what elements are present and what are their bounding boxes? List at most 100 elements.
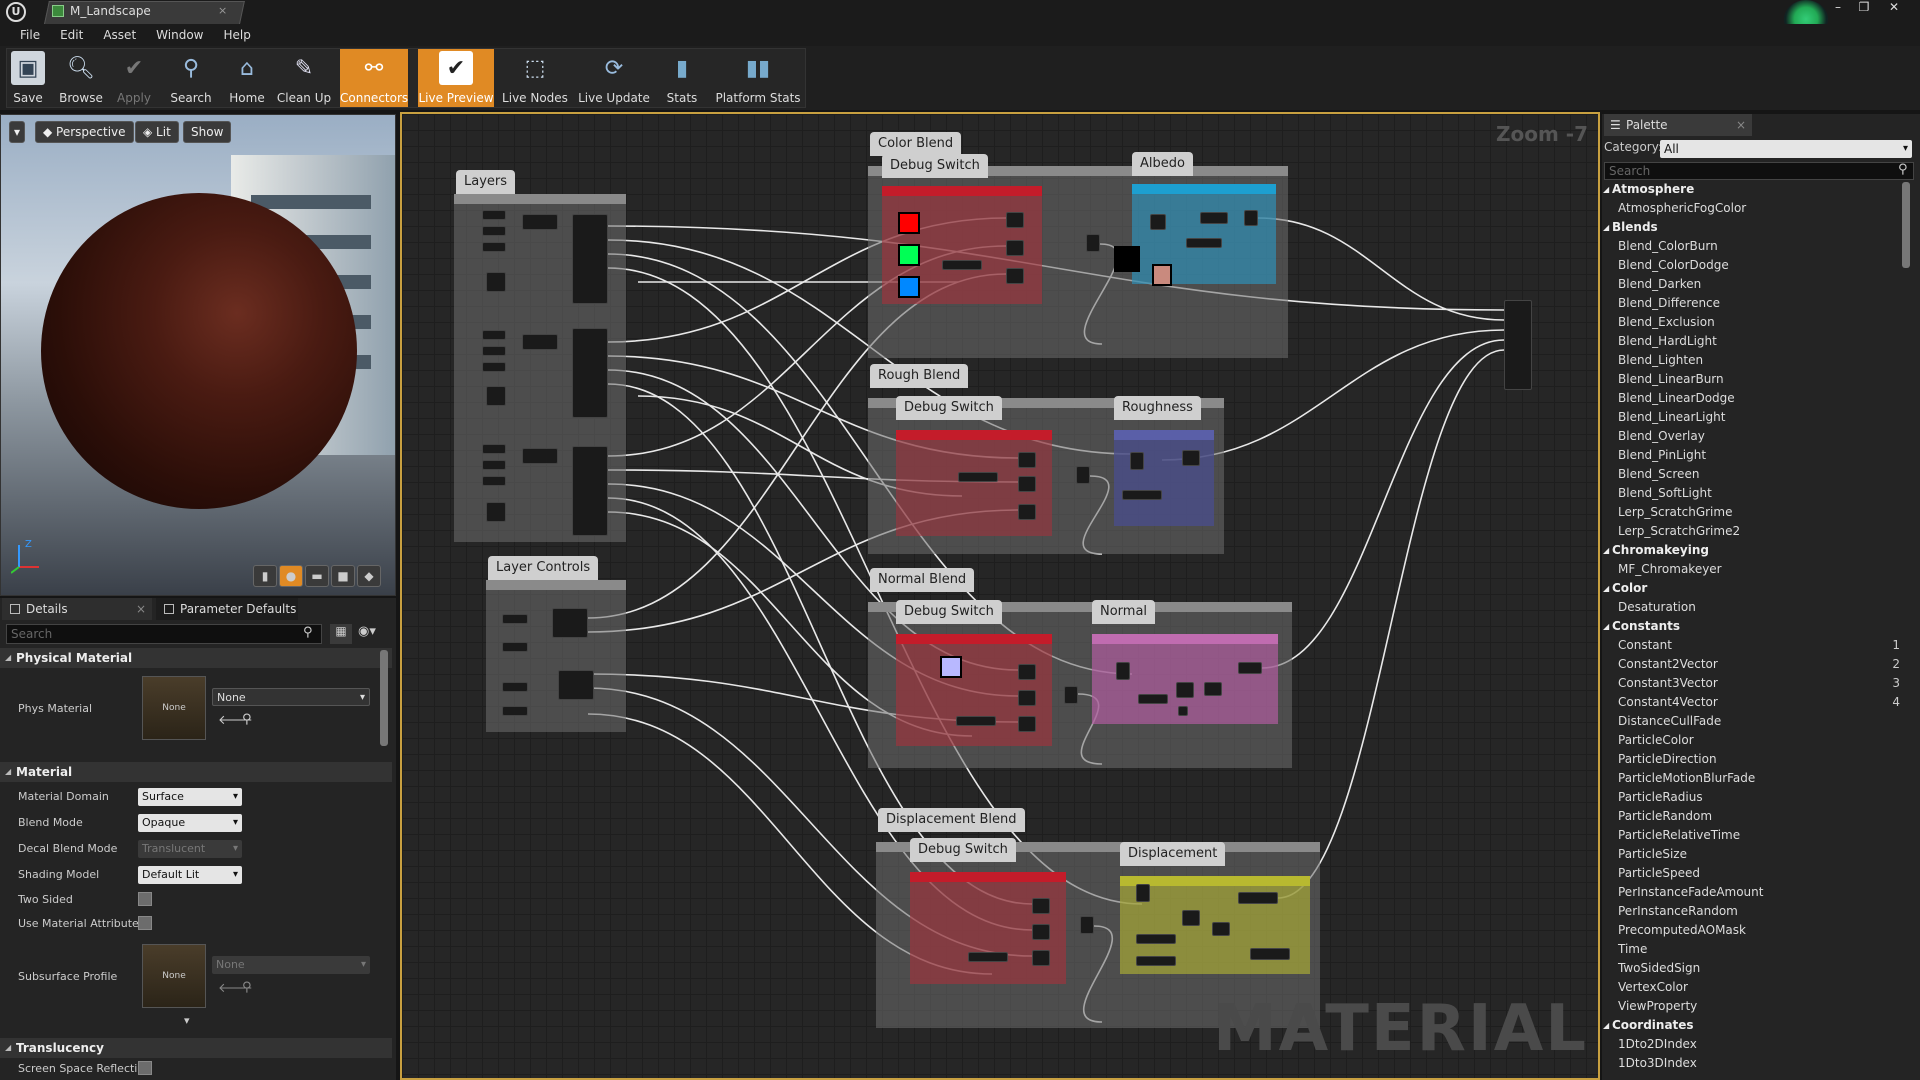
palette-item[interactable]: ParticleMotionBlurFade: [1618, 771, 1756, 785]
palette-item[interactable]: Desaturation: [1618, 600, 1696, 614]
palette-item[interactable]: Blend_Exclusion: [1618, 315, 1715, 329]
lit-button[interactable]: ◈ Lit: [135, 121, 179, 143]
platform-stats-button[interactable]: ▮▮Platform Stats: [712, 49, 804, 107]
palette-item[interactable]: ParticleRadius: [1618, 790, 1703, 804]
graph-node[interactable]: [572, 446, 608, 536]
palette-item[interactable]: MF_Chromakeyer: [1618, 562, 1722, 576]
comment-label-normal-blend[interactable]: Normal Blend: [870, 568, 975, 592]
menu-window[interactable]: Window: [156, 28, 204, 42]
debug-switch-label[interactable]: Debug Switch: [910, 838, 1016, 862]
graph-node[interactable]: [1136, 956, 1176, 966]
graph-node[interactable]: [1186, 238, 1222, 248]
save-button[interactable]: ▣Save: [8, 49, 48, 107]
graph-node[interactable]: [1136, 884, 1150, 902]
palette-item[interactable]: DistanceCullFade: [1618, 714, 1722, 728]
graph-node[interactable]: [522, 448, 558, 464]
palette-item[interactable]: Blend_Overlay: [1618, 429, 1705, 443]
palette-item[interactable]: Blend_LinearBurn: [1618, 372, 1724, 386]
graph-node[interactable]: [1018, 690, 1036, 706]
browse-asset-icon[interactable]: ⚲: [242, 980, 252, 995]
connectors-button[interactable]: ⚯Connectors: [340, 49, 408, 107]
palette-item[interactable]: PerInstanceRandom: [1618, 904, 1738, 918]
graph-node[interactable]: [1150, 214, 1166, 230]
palette-item[interactable]: Blend_ColorDodge: [1618, 258, 1729, 272]
palette-category[interactable]: Chromakeying: [1602, 541, 1906, 560]
close-window-button[interactable]: ✕: [1888, 0, 1900, 14]
home-button[interactable]: ⌂Home: [226, 49, 268, 107]
comment-label-displacement-blend[interactable]: Displacement Blend: [878, 808, 1025, 832]
menu-file[interactable]: File: [20, 28, 41, 42]
graph-node[interactable]: [1032, 924, 1050, 940]
palette-item[interactable]: ParticleSize: [1618, 847, 1687, 861]
parameter-defaults-tab[interactable]: Parameter Defaults: [156, 598, 298, 620]
graph-node[interactable]: [1176, 682, 1194, 698]
graph-node[interactable]: [522, 214, 558, 230]
graph-node[interactable]: [552, 608, 588, 638]
graph-node[interactable]: [482, 362, 506, 372]
graph-node[interactable]: [942, 260, 982, 270]
graph-node[interactable]: [1244, 210, 1258, 226]
graph-node[interactable]: [1182, 450, 1200, 466]
graph-node[interactable]: [1212, 922, 1230, 936]
graph-node[interactable]: [1006, 212, 1024, 228]
palette-item[interactable]: Lerp_ScratchGrime2: [1618, 524, 1741, 538]
use-selected-icon[interactable]: 🡐: [218, 713, 253, 728]
graph-node[interactable]: [482, 444, 506, 454]
graph-node[interactable]: [968, 952, 1008, 962]
debug-switch-label[interactable]: Debug Switch: [882, 154, 988, 178]
clean-up-button[interactable]: ✎Clean Up: [276, 49, 332, 107]
browse-button[interactable]: 🔍︎Browse: [58, 49, 104, 107]
palette-item[interactable]: Blend_Lighten: [1618, 353, 1704, 367]
graph-node[interactable]: [1238, 892, 1278, 904]
material-preview-viewport[interactable]: ▾ ◆ Perspective ◈ Lit Show Z ▮ ● ▬ ■ ◆: [0, 114, 396, 596]
graph-node[interactable]: [1018, 716, 1036, 732]
palette-item[interactable]: AtmosphericFogColor: [1618, 201, 1747, 215]
close-icon[interactable]: ×: [1735, 118, 1746, 132]
palette-item[interactable]: Blend_Screen: [1618, 467, 1700, 481]
tab-close-icon[interactable]: ×: [218, 4, 228, 17]
blend-mode-dropdown[interactable]: Opaque: [138, 814, 242, 832]
palette-category[interactable]: Blends: [1602, 218, 1906, 237]
palette-item[interactable]: Blend_Difference: [1618, 296, 1721, 310]
graph-node[interactable]: [482, 476, 506, 486]
palette-item[interactable]: Blend_Darken: [1618, 277, 1702, 291]
phys-material-thumbnail[interactable]: None: [142, 676, 206, 740]
palette-category[interactable]: Constants: [1602, 617, 1906, 636]
shading-model-dropdown[interactable]: Default Lit: [138, 866, 242, 884]
category-dropdown[interactable]: All: [1660, 140, 1912, 158]
graph-node[interactable]: [1018, 504, 1036, 520]
palette-item[interactable]: Time: [1618, 942, 1648, 956]
graph-node[interactable]: [1138, 694, 1168, 704]
graph-node[interactable]: [1086, 234, 1100, 252]
palette-item[interactable]: Lerp_ScratchGrime: [1618, 505, 1733, 519]
material-graph[interactable]: Layers Layer Controls Color Blend Debug …: [402, 114, 1598, 1080]
graph-node[interactable]: [1116, 662, 1130, 680]
graph-node[interactable]: [1200, 212, 1228, 224]
cylinder-preview-icon[interactable]: ▮: [253, 565, 277, 587]
mesh-preview-icon[interactable]: ◆: [357, 565, 381, 587]
debug-switch-label[interactable]: Debug Switch: [896, 396, 1002, 420]
graph-node[interactable]: [558, 670, 594, 700]
tint-color-swatch[interactable]: [1152, 264, 1172, 286]
graph-node[interactable]: [482, 242, 506, 252]
graph-node[interactable]: [486, 272, 506, 292]
graph-node[interactable]: [486, 502, 506, 522]
eye-icon[interactable]: ◉▾: [358, 624, 376, 639]
graph-node[interactable]: [1076, 466, 1090, 484]
normal-constant-swatch[interactable]: [940, 656, 962, 678]
graph-node[interactable]: [482, 226, 506, 236]
details-search-input[interactable]: Search: [6, 624, 322, 644]
material-domain-dropdown[interactable]: Surface: [138, 788, 242, 806]
graph-node[interactable]: [1130, 452, 1144, 470]
use-selected-icon[interactable]: 🡐: [218, 981, 253, 996]
graph-node[interactable]: [1064, 686, 1078, 704]
details-scrollbar[interactable]: [380, 650, 388, 746]
palette-item[interactable]: Blend_ColorBurn: [1618, 239, 1718, 253]
graph-node[interactable]: [958, 472, 998, 482]
graph-node[interactable]: [1238, 662, 1262, 674]
menu-edit[interactable]: Edit: [60, 28, 84, 42]
graph-node[interactable]: [1032, 950, 1050, 966]
graph-node[interactable]: [1006, 268, 1024, 284]
